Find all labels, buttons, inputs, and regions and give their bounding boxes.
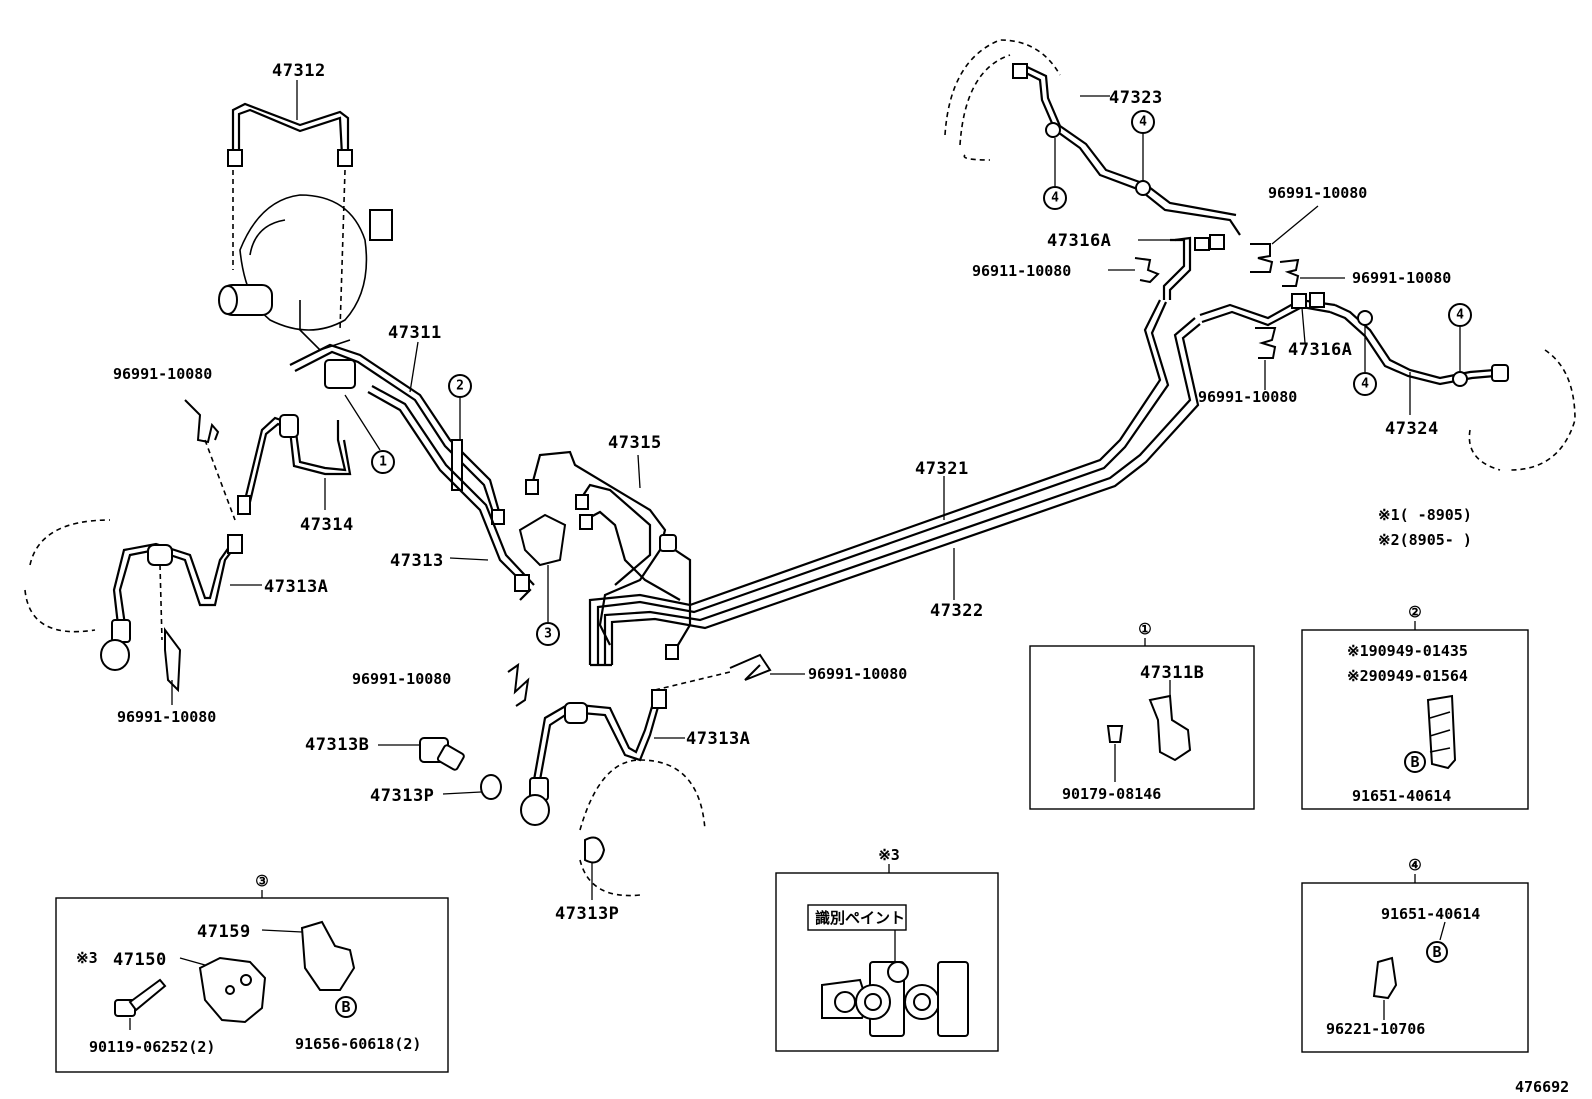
clip-96991-rear-c	[1255, 327, 1277, 390]
svg-text:②: ②	[1408, 603, 1421, 621]
callout-4-right-b: 4	[1448, 303, 1472, 327]
svg-text:4: 4	[1361, 377, 1369, 392]
svg-text:④: ④	[1408, 856, 1421, 874]
pipe-47312	[227, 80, 353, 331]
detail-box-2: ② B	[1301, 603, 1529, 810]
svg-text:③: ③	[255, 872, 268, 890]
callout-1: 1	[344, 394, 395, 474]
svg-text:①: ①	[1138, 620, 1151, 638]
box2-part-91651: 91651-40614	[1352, 787, 1451, 805]
clip-96911	[1108, 257, 1160, 284]
note-1: ※1( -8905)	[1378, 506, 1472, 524]
clip-96991-rear-b	[1279, 258, 1345, 287]
hose-47316A-lower	[1199, 292, 1336, 344]
clip-96991-center-right	[654, 653, 805, 691]
label-47313P-left: 47313P	[370, 786, 434, 806]
bolt-47313B	[378, 737, 465, 771]
label-47314: 47314	[300, 515, 354, 535]
box3-part-90119: 90119-06252(2)	[89, 1038, 215, 1056]
rear-left-drum	[944, 39, 1061, 161]
svg-text:4: 4	[1456, 308, 1464, 323]
label-96991-lower-left: 96991-10080	[117, 708, 216, 726]
label-47313A-left: 47313A	[264, 577, 328, 597]
label-96991-upper-left: 96991-10080	[113, 365, 212, 383]
svg-text:※3: ※3	[878, 846, 900, 864]
pipe-47311	[289, 341, 505, 525]
detail-box-1: ①	[1029, 620, 1255, 810]
note-2: ※2(8905- )	[1378, 531, 1472, 549]
clip-96991-center-left	[507, 662, 530, 707]
label-47313A-right: 47313A	[686, 729, 750, 749]
box2-line-1: ※190949-01435	[1347, 642, 1468, 660]
clip-96991-rear-a	[1250, 205, 1319, 273]
label-96991-rear-c: 96991-10080	[1198, 388, 1297, 406]
label-96991-center-right: 96991-10080	[808, 665, 907, 683]
label-47315: 47315	[608, 433, 662, 453]
pipe-47324	[1329, 304, 1509, 415]
label-47323: 47323	[1109, 88, 1163, 108]
pipe-47321-47322	[588, 299, 1201, 667]
box4-part-91651: 91651-40614	[1381, 905, 1480, 923]
pipe-47313	[367, 385, 535, 601]
box-paint-label: 識別ペイント	[815, 909, 905, 927]
svg-text:B: B	[341, 998, 350, 1016]
svg-text:1: 1	[379, 455, 387, 470]
label-47316A-lower: 47316A	[1288, 340, 1352, 360]
svg-text:4: 4	[1051, 191, 1059, 206]
label-47316A-upper: 47316A	[1047, 231, 1111, 251]
callout-2: 2	[448, 374, 472, 491]
detail-box-4: ④ B	[1301, 856, 1529, 1053]
hose-47316A-upper	[1138, 234, 1225, 300]
callout-3: 3	[518, 513, 567, 646]
front-left-wheel	[24, 519, 262, 705]
washer-47313P-left	[442, 774, 502, 800]
box3-part-91656: 91656-60618(2)	[295, 1035, 421, 1053]
label-47313B: 47313B	[305, 735, 369, 755]
svg-text:B: B	[1432, 943, 1441, 961]
detail-box-paint: ※3	[775, 846, 999, 1052]
label-96991-center-left: 96991-10080	[352, 670, 451, 688]
label-47312: 47312	[272, 61, 326, 81]
label-96911: 96911-10080	[972, 262, 1071, 280]
box2-line-2: ※290949-01564	[1347, 667, 1468, 685]
label-47324: 47324	[1385, 419, 1439, 439]
label-47322: 47322	[930, 601, 984, 621]
box1-part-47311B: 47311B	[1140, 663, 1204, 683]
svg-text:B: B	[1410, 753, 1419, 771]
label-47311: 47311	[388, 323, 442, 343]
svg-text:2: 2	[456, 379, 464, 394]
label-47313: 47313	[390, 551, 444, 571]
label-47321: 47321	[915, 459, 969, 479]
svg-text:3: 3	[544, 627, 552, 642]
box4-part-96221: 96221-10706	[1326, 1020, 1425, 1038]
label-47313P-right: 47313P	[555, 904, 619, 924]
svg-text:4: 4	[1139, 115, 1147, 130]
pipe-47315	[525, 450, 681, 646]
box3-mark-47150: ※3	[76, 949, 98, 967]
front-right-wheel	[520, 689, 706, 897]
pipe-47323	[1012, 63, 1241, 236]
callout-4-left: 4	[1043, 186, 1067, 210]
master-cylinder-booster	[218, 194, 393, 389]
label-96991-rear-a: 96991-10080	[1268, 184, 1367, 202]
clip-96991-upper-left	[184, 399, 236, 521]
diagram-id: 476692	[1515, 1078, 1569, 1096]
box3-part-47159: 47159	[197, 922, 251, 942]
detail-box-3: ③ B	[55, 872, 449, 1073]
box3-part-47150: 47150	[113, 950, 167, 970]
pipe-47314	[237, 414, 352, 515]
rear-right-drum	[1468, 349, 1576, 471]
box1-part-90179: 90179-08146	[1062, 785, 1161, 803]
callout-4-top: 4	[1131, 110, 1155, 134]
callout-4-right-a: 4	[1353, 372, 1377, 396]
label-96991-rear-b: 96991-10080	[1352, 269, 1451, 287]
